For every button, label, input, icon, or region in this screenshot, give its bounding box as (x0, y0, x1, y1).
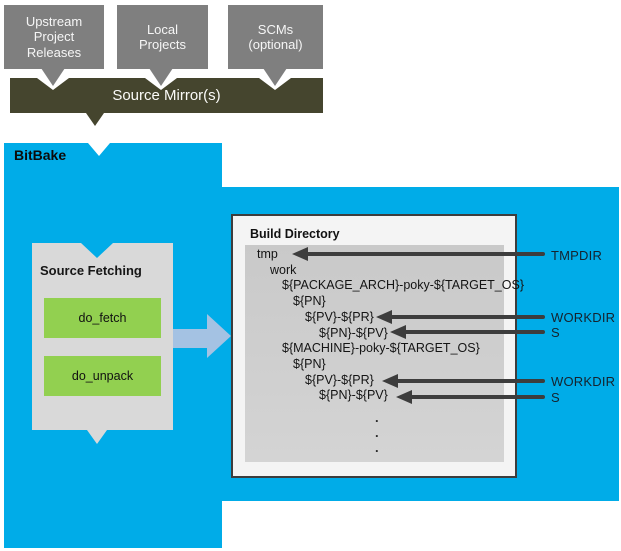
flow-arrow-icon (173, 314, 231, 358)
upstream-project-releases-box: Upstream Project Releases (4, 5, 104, 69)
s-label: S (551, 325, 560, 340)
s-label: S (551, 390, 560, 405)
scms-box: SCMs (optional) (228, 5, 323, 69)
do-fetch-task-box: do_fetch (44, 298, 161, 338)
tree-item: ${PN} (293, 294, 326, 309)
ellipsis-dot: . (375, 440, 379, 455)
build-directory-title: Build Directory (250, 227, 340, 241)
tree-item: ${PN}-${PV} (319, 325, 388, 340)
tree-item: ${PV}-${PR} (305, 372, 374, 387)
do-unpack-task-box: do_unpack (44, 356, 161, 396)
source-fetching-title: Source Fetching (40, 263, 142, 278)
tree-ellipsis: . . . (375, 410, 379, 455)
tmpdir-label: TMPDIR (551, 248, 603, 263)
tree-item: ${PN}-${PV} (319, 388, 388, 403)
tree-item: tmp (257, 247, 278, 261)
directory-tree: tmp work ${PACKAGE_ARCH}-poky-${TARGET_O… (243, 247, 524, 404)
tree-item: ${PN} (293, 357, 326, 372)
workdir-label: WORKDIR (551, 374, 616, 389)
ellipsis-dot: . (375, 425, 379, 440)
ellipsis-dot: . (375, 410, 379, 425)
source-mirror-label: Source Mirror(s) (112, 87, 221, 104)
bitbake-label: BitBake (14, 147, 67, 163)
tree-item: work (270, 262, 297, 277)
tree-item: ${PACKAGE_ARCH}-poky-${TARGET_OS} (282, 278, 524, 293)
workdir-label: WORKDIR (551, 310, 616, 325)
local-projects-box: Local Projects (117, 5, 208, 69)
tree-item: ${PV}-${PR} (305, 309, 374, 324)
tree-item: ${MACHINE}-poky-${TARGET_OS} (282, 341, 480, 356)
